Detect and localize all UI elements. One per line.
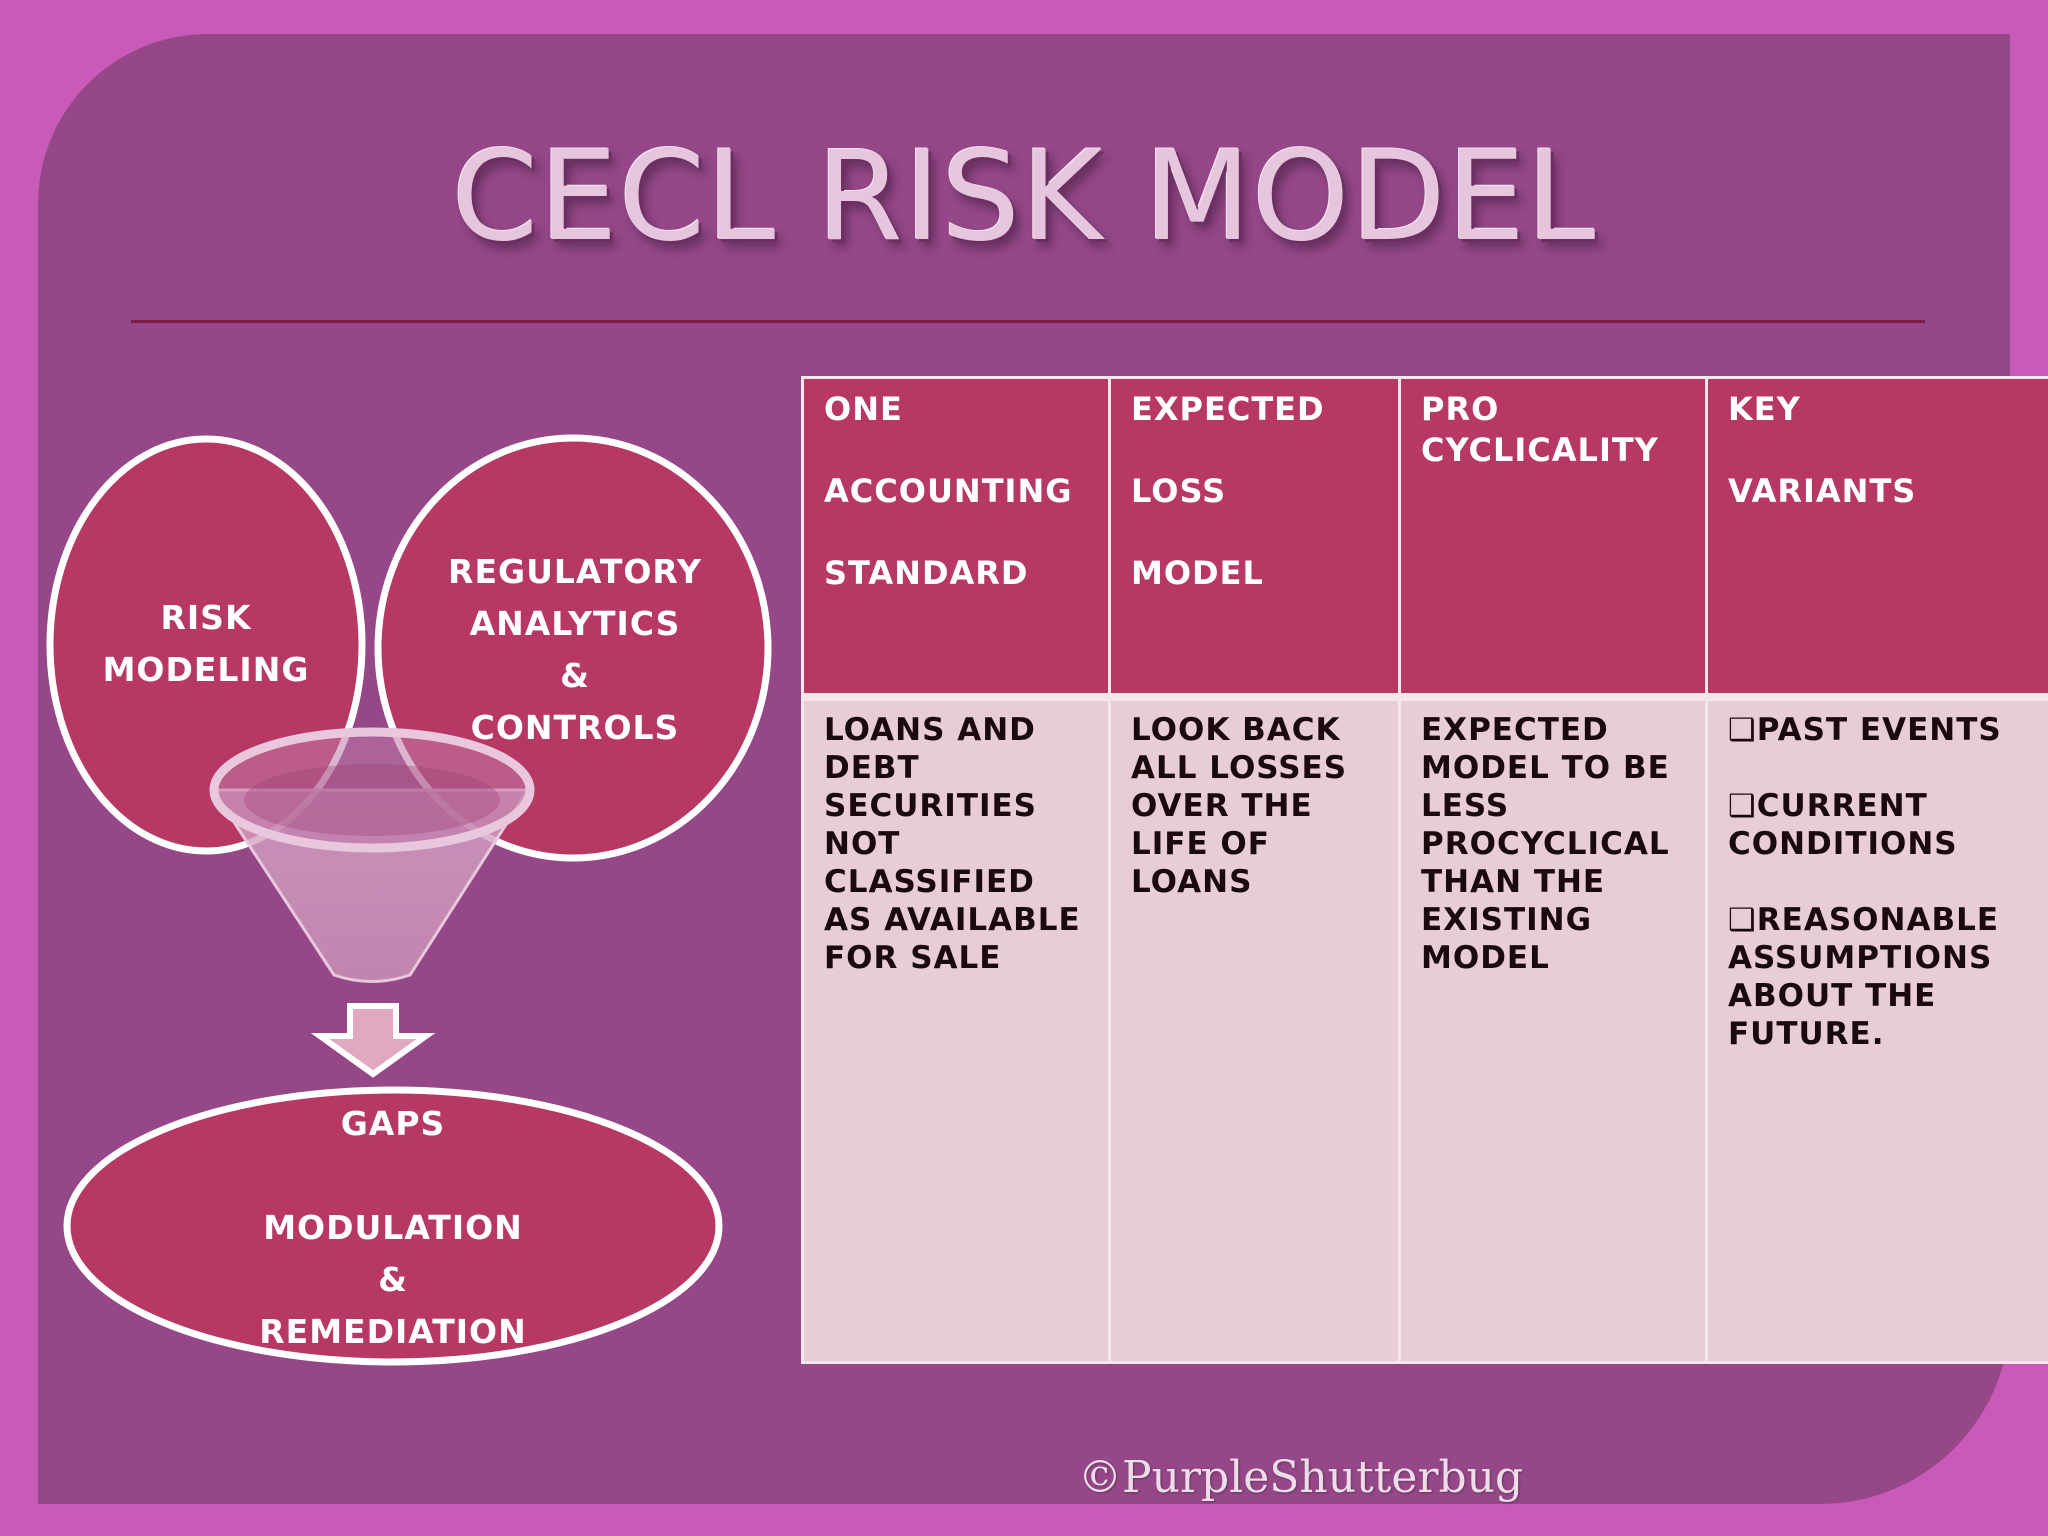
header-line: STANDARD (824, 554, 1029, 592)
body-line: AS AVAILABLE (824, 902, 1081, 938)
risk-modeling-line: MODELING (102, 650, 310, 689)
header-line: KEY (1728, 390, 1801, 428)
body-line: ❑PAST EVENTS (1728, 712, 2002, 748)
body-line: OVER THE (1131, 788, 1313, 824)
body-cell-loans: LOANS AND DEBT SECURITIES NOT CLASSIFIED… (801, 695, 1111, 1364)
header-line: ONE (824, 390, 903, 428)
body-line: ❑REASONABLE (1728, 902, 2000, 938)
body-line: FOR SALE (824, 940, 1002, 976)
table-body-row: LOANS AND DEBT SECURITIES NOT CLASSIFIED… (801, 695, 2048, 1364)
header-line: ACCOUNTING (824, 472, 1073, 510)
body-line: CONDITIONS (1728, 826, 1958, 862)
body-line: EXPECTED (1421, 712, 1609, 748)
table-header-row: ONE ACCOUNTING STANDARD EXPECTED LOSS MO… (801, 376, 2048, 701)
body-line: EXISTING (1421, 902, 1593, 938)
funnel-inner (244, 764, 500, 836)
body-line: LIFE OF (1131, 826, 1270, 862)
title-divider (131, 320, 1925, 323)
slide-title: CECL RISK MODEL (451, 125, 1597, 269)
body-cell-expected-model: EXPECTED MODEL TO BE LESS PROCYCLICAL TH… (1398, 695, 1708, 1364)
body-line: THAN THE (1421, 864, 1606, 900)
header-cell-expected-loss-model: EXPECTED LOSS MODEL (1108, 376, 1401, 701)
header-line: CYCLICALITY (1421, 431, 1659, 469)
risk-modeling-line: RISK (160, 598, 252, 637)
body-line: SECURITIES (824, 788, 1038, 824)
risk-modeling-label: RISK MODELING (71, 592, 341, 696)
body-line: MODEL TO BE (1421, 750, 1670, 786)
cecl-table: ONE ACCOUNTING STANDARD EXPECTED LOSS MO… (801, 376, 2048, 1364)
header-cell-key-variants: KEY VARIANTS (1705, 376, 2048, 701)
body-line: CLASSIFIED (824, 864, 1035, 900)
header-line: LOSS (1131, 472, 1227, 510)
header-line: PRO (1421, 390, 1500, 428)
gaps-line: GAPS (340, 1104, 446, 1143)
body-line: FUTURE. (1728, 1016, 1885, 1052)
body-cell-key-variants: ❑PAST EVENTS ❑CURRENT CONDITIONS ❑REASON… (1705, 695, 2048, 1364)
body-line: LESS (1421, 788, 1510, 824)
header-line: MODEL (1131, 554, 1264, 592)
body-line: ALL LOSSES (1131, 750, 1348, 786)
body-line: LOANS AND (824, 712, 1036, 748)
funnel-rim (209, 727, 535, 853)
header-line: EXPECTED (1131, 390, 1325, 428)
body-line: DEBT (824, 750, 920, 786)
regulatory-line: & (560, 656, 590, 695)
gaps-line: REMEDIATION (259, 1312, 527, 1351)
gaps-line: MODULATION (263, 1208, 523, 1247)
gaps-line (213, 1150, 573, 1202)
header-cell-one-accounting-standard: ONE ACCOUNTING STANDARD (801, 376, 1111, 701)
down-arrow-icon (310, 1003, 436, 1078)
gaps-ellipse (63, 1086, 723, 1366)
body-line: ASSUMPTIONS (1728, 940, 1993, 976)
gaps-label: GAPS MODULATION & REMEDIATION (213, 1098, 573, 1358)
body-line: LOANS (1131, 864, 1253, 900)
regulatory-line: CONTROLS (470, 708, 680, 747)
body-line: ❑CURRENT (1728, 788, 1928, 824)
body-line: NOT (824, 826, 901, 862)
body-cell-look-back: LOOK BACK ALL LOSSES OVER THE LIFE OF LO… (1108, 695, 1401, 1364)
body-line: LOOK BACK (1131, 712, 1341, 748)
regulatory-line: REGULATORY (448, 552, 702, 591)
regulatory-line: ANALYTICS (469, 604, 681, 643)
regulatory-label: REGULATORY ANALYTICS & CONTROLS (420, 546, 730, 754)
body-line: PROCYCLICAL (1421, 826, 1670, 862)
copyright-watermark: ©PurpleShutterbug (1078, 1452, 1524, 1503)
gaps-line: & (378, 1260, 408, 1299)
header-cell-pro-cyclicality: PRO CYCLICALITY (1398, 376, 1708, 701)
body-line: MODEL (1421, 940, 1550, 976)
body-line: ABOUT THE (1728, 978, 1937, 1014)
header-line: VARIANTS (1728, 472, 1917, 510)
